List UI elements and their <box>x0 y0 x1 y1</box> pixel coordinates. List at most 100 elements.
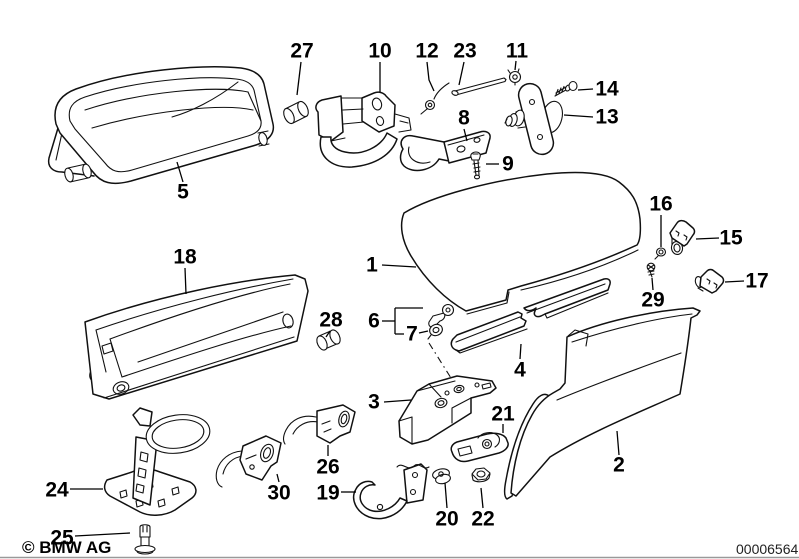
callout-15: 15 <box>719 227 743 250</box>
part-24-cup-holder-shape <box>119 480 180 508</box>
part-23-rod <box>451 77 507 96</box>
part-27-buffer-shape <box>297 100 309 118</box>
part-7-grommet <box>427 323 443 340</box>
part-14-screw-shape <box>568 80 578 92</box>
callout-1: 1 <box>366 254 378 277</box>
callout-13: 13 <box>595 106 618 129</box>
part-4-trim-strip-shape <box>450 311 527 352</box>
callout-3: 3 <box>368 391 380 414</box>
part-18-glovebox-tray-shape <box>137 311 284 363</box>
leader-line-29 <box>651 277 654 291</box>
part-13-lock-cylinder-shape <box>517 82 555 156</box>
leader-line-8 <box>463 128 468 142</box>
part-9-screw <box>470 151 481 180</box>
callout-28: 28 <box>319 309 343 332</box>
part-5-lid-frame-shape <box>67 163 89 183</box>
part-19-pull-handle-shape <box>352 480 408 520</box>
part-13-lock-cylinder <box>504 82 563 156</box>
part-25-screw-shape <box>139 524 151 538</box>
leader-line-17 <box>724 280 745 283</box>
callout-7: 7 <box>406 323 418 346</box>
leader-line-28 <box>325 330 331 338</box>
part-5-lid-frame-shape <box>258 132 268 146</box>
part-24-cup-holder <box>103 407 211 516</box>
part-6-ball-stud-shape <box>445 307 451 313</box>
part-12-wire-clip-shape <box>433 82 450 100</box>
callout-12: 12 <box>415 40 438 63</box>
callout-22: 22 <box>471 508 494 531</box>
part-20-spring-nut-shape <box>435 473 451 485</box>
part-7-grommet-shape <box>429 323 443 337</box>
part-27-buffer-shape <box>283 107 295 125</box>
part-3-lock-housing-shape <box>481 382 492 390</box>
part-10-hinge-bracket <box>315 91 412 168</box>
part-30-lamp-shape <box>262 447 272 459</box>
leader-line-3 <box>383 399 412 403</box>
part-21-latch-shape <box>457 445 473 457</box>
part-11-clip-nut-shape <box>507 68 520 86</box>
part-13-lock-cylinder-shape <box>504 118 508 124</box>
part-25-screw-shape <box>140 536 150 547</box>
drawing-number: 00006564 <box>736 541 799 557</box>
part-2-door-panel-shape <box>510 307 701 497</box>
part-19-pull-handle <box>352 463 428 520</box>
leader-line-2 <box>616 430 620 456</box>
part-18-glovebox-tray-shape <box>109 283 291 340</box>
part-8-saddle-bracket-shape <box>456 145 466 153</box>
callout-18: 18 <box>173 246 197 269</box>
callout-10: 10 <box>368 40 391 63</box>
part-18-glovebox-tray-shape <box>282 313 294 329</box>
leader-line-11 <box>514 60 517 71</box>
part-3-lock-housing-shape <box>434 397 448 409</box>
part-12-wire-clip-shape <box>427 102 433 108</box>
leader-line-20 <box>444 482 448 509</box>
part-29-screw-shape <box>647 264 655 270</box>
part-21-latch <box>450 432 509 463</box>
leader-line-18 <box>184 267 187 295</box>
part-23-rod-shape <box>451 90 459 96</box>
part-5-lid-frame-shape <box>91 106 254 129</box>
callout-20: 20 <box>435 508 458 531</box>
part-9-screw-shape <box>472 159 481 176</box>
part-25-screw-shape <box>136 550 154 555</box>
part-9-screw-shape <box>470 151 481 161</box>
part-22-nut-shape <box>471 473 491 483</box>
part-24-cup-holder-shape <box>135 451 149 494</box>
copyright-text: © BMW AG <box>22 538 111 557</box>
part-2-door-panel-shape <box>567 329 589 347</box>
leader-line-13 <box>563 114 594 118</box>
leader-line-14 <box>577 88 594 91</box>
part-8-saddle-bracket-shape <box>407 146 431 164</box>
leader-line-22 <box>480 487 484 509</box>
part-8-saddle-bracket-shape <box>447 134 485 146</box>
part-4-trim-strip-shape <box>455 328 528 354</box>
part-16-grommet-shape <box>654 255 659 260</box>
part-16-grommet <box>654 247 667 260</box>
part-20-spring-nut-shape <box>438 471 444 477</box>
part-22-nut-shape <box>476 470 486 478</box>
part-21-latch-shape <box>477 432 500 448</box>
part-18-glovebox-tray-shape <box>112 381 130 395</box>
part-29-screw <box>646 262 656 278</box>
part-9-screw-shape <box>473 174 481 180</box>
part-1-lid-panel-shape <box>520 249 639 291</box>
part-22-nut <box>471 467 491 483</box>
part-12-wire-clip-shape <box>424 99 436 111</box>
leader-line-12 <box>426 61 435 92</box>
exploded-parts-drawing <box>47 66 725 555</box>
callout-4: 4 <box>514 359 526 382</box>
callout-16: 16 <box>649 193 672 216</box>
callout-2: 2 <box>613 454 625 477</box>
callout-27: 27 <box>290 40 313 63</box>
part-30-lamp <box>215 435 282 488</box>
leader-line-1 <box>381 264 417 268</box>
callout-5: 5 <box>177 181 189 204</box>
part-25-screw-shape <box>142 525 148 533</box>
part-10-hinge-bracket-shape <box>361 91 396 133</box>
part-30-lamp-shape <box>245 454 257 460</box>
part-24-cup-holder-shape <box>132 407 153 427</box>
part-25-screw <box>134 524 156 555</box>
part-24-cup-holder-shape <box>151 419 205 449</box>
part-26-lamp <box>283 404 356 445</box>
